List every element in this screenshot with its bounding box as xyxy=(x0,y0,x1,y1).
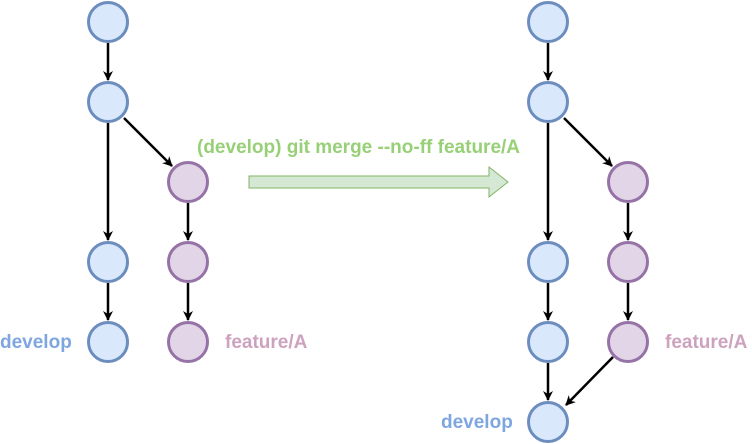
commit-node[interactable] xyxy=(607,241,649,283)
merge-arrow xyxy=(248,165,509,199)
after-feature-label: feature/A xyxy=(665,332,748,353)
after-develop-label: develop xyxy=(441,412,513,433)
after-edges xyxy=(543,43,633,406)
commit-node[interactable] xyxy=(527,321,569,363)
edge xyxy=(123,117,173,167)
before-develop-commits xyxy=(87,1,129,363)
commit-node[interactable] xyxy=(167,241,209,283)
commit-node[interactable] xyxy=(87,321,129,363)
before-feature-commits xyxy=(167,161,209,363)
commit-node[interactable] xyxy=(527,1,569,43)
commit-node[interactable] xyxy=(167,161,209,203)
merge-commit-node[interactable] xyxy=(527,401,569,443)
edge xyxy=(563,117,613,167)
commit-node[interactable] xyxy=(527,241,569,283)
after-develop-commits xyxy=(527,1,569,443)
commit-node[interactable] xyxy=(607,161,649,203)
before-edges xyxy=(103,43,193,321)
commit-node[interactable] xyxy=(167,321,209,363)
merge-command-label: (develop) git merge --no-ff feature/A xyxy=(197,137,521,158)
commit-node[interactable] xyxy=(607,321,649,363)
commit-node[interactable] xyxy=(87,1,129,43)
before-feature-label: feature/A xyxy=(225,332,308,353)
after-feature-commits xyxy=(607,161,649,363)
commit-node[interactable] xyxy=(87,81,129,123)
commit-node[interactable] xyxy=(527,81,569,123)
merge-edge xyxy=(565,356,614,406)
commit-node[interactable] xyxy=(87,241,129,283)
before-develop-label: develop xyxy=(0,332,72,353)
